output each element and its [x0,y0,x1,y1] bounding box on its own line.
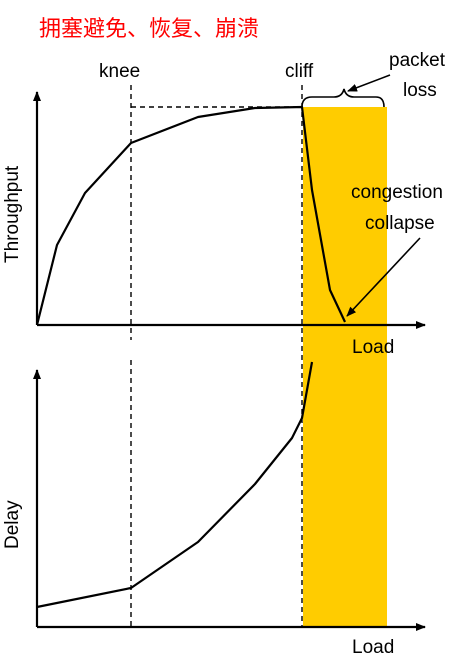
throughput-curve [35,105,346,326]
knee-label: knee [99,61,140,82]
congestion-collapse-label-line2: collapse [365,213,435,234]
packet-loss-arrow [347,74,391,92]
load-axis-label-bottom: Load [352,637,394,658]
load-axis-label-top: Load [352,337,394,358]
packet-loss-brace [301,88,385,108]
packet-loss-label-line1: packet [389,50,446,71]
congestion-collapse-arrow [346,237,421,317]
cliff-label: cliff [285,61,314,82]
delay-axis-label: Delay [2,500,23,549]
diagram-title: 拥塞避免、恢复、崩溃 [39,17,259,42]
collapse-region [303,107,387,627]
delay-curve [36,361,314,609]
throughput-axis-label: Throughput [2,165,23,263]
packet-loss-label-line2: loss [403,80,437,101]
congestion-collapse-label-line1: congestion [351,182,443,203]
